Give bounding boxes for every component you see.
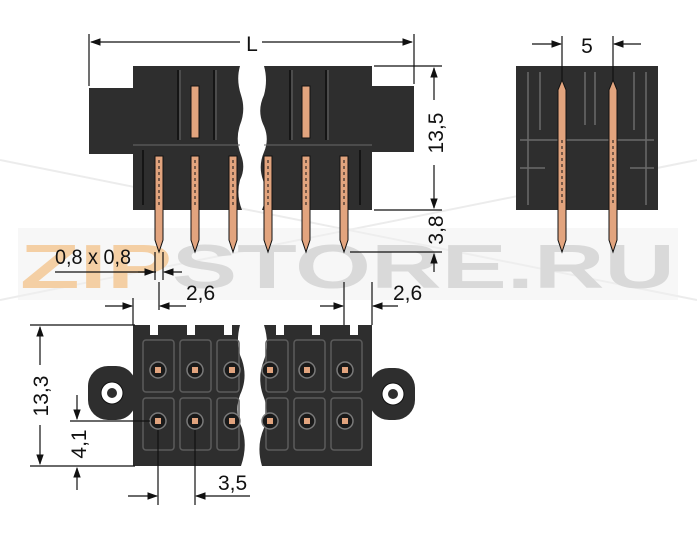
bottom-pin-holes <box>149 361 354 430</box>
dimension-labels: L 5 13,5 3,8 0,8 x 0,8 2,6 2,6 13,3 4,1 … <box>30 33 593 495</box>
dim-height-upper-label: 13,5 <box>425 113 448 154</box>
front-flange-right <box>370 86 414 152</box>
bottom-view <box>88 325 415 466</box>
dimension-lines <box>30 34 641 505</box>
dim-row-offset-label: 4,1 <box>68 429 91 458</box>
dim-pitch-top-label: 5 <box>581 35 593 58</box>
dim-offset-right-label: 2,6 <box>393 282 422 305</box>
dim-length-label: L <box>246 33 258 56</box>
dim-height-total-label: 13,3 <box>30 376 53 417</box>
front-housing-left <box>133 66 244 210</box>
front-pin-upper-right <box>301 85 311 139</box>
side-housing <box>516 66 658 210</box>
front-view <box>89 66 414 254</box>
mount-hole-right-icon <box>388 389 398 399</box>
watermark-zip: ZIP <box>20 233 172 302</box>
front-housing-right <box>260 66 372 210</box>
front-flange-left <box>89 88 135 154</box>
bottom-housing-right <box>259 325 372 466</box>
front-pin-upper-left <box>190 85 200 139</box>
watermark-rest: STORE.RU <box>172 233 675 302</box>
side-view <box>516 66 658 254</box>
bottom-housing-left <box>133 325 245 466</box>
dim-height-lower-label: 3,8 <box>425 215 448 244</box>
dim-pitch-bottom-label: 3,5 <box>218 472 247 495</box>
dim-offset-left-label: 2,6 <box>186 282 215 305</box>
mount-hole-left-icon <box>107 388 117 398</box>
dim-pin-section-label: 0,8 x 0,8 <box>55 246 131 269</box>
